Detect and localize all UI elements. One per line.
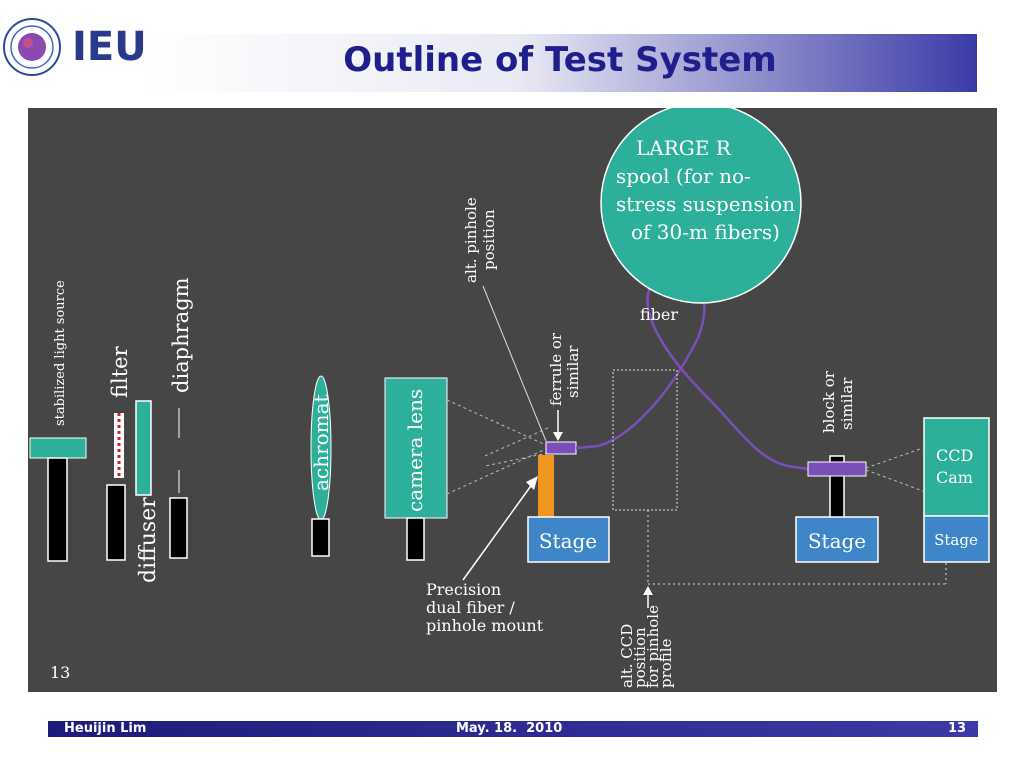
ccd-camera	[923, 417, 990, 517]
ferrule-mount-post	[538, 455, 554, 517]
large-r-spool	[600, 108, 802, 304]
spool-line-2: spool (for no-	[616, 164, 751, 188]
stage-3-label: Stage	[934, 531, 978, 549]
alt-pinhole-text-1: alt. pinhole	[462, 197, 480, 283]
stage-3	[923, 515, 990, 563]
ccd-cam-label: CCD Cam	[936, 446, 978, 487]
alt-pinhole-leader	[482, 285, 547, 442]
achromat-post	[311, 518, 330, 557]
alt-ccd-text-2: position	[631, 627, 649, 688]
light-source-head	[29, 437, 87, 459]
ccd-line-1: CCD	[936, 446, 973, 465]
spool-label: LARGE R spool (for no- stress suspension…	[616, 136, 801, 244]
alt-pinhole-text-2: position	[480, 209, 498, 270]
block-text-1: block or	[820, 370, 838, 433]
alt-ccd-frame	[612, 369, 678, 511]
precision-mount-arrow	[462, 482, 534, 581]
filter-post	[106, 484, 126, 561]
output-cone	[865, 447, 924, 492]
stage-2	[795, 516, 879, 563]
block-text-2: similar	[838, 377, 856, 430]
stage-1-label: Stage	[539, 529, 597, 553]
precision-line-2: dual fiber /	[426, 598, 515, 617]
test-system-diagram: stabilized light source filter diffuser …	[28, 108, 997, 692]
alt-ccd-text-4: profile	[657, 638, 675, 688]
ccd-line-2: Cam	[936, 468, 973, 487]
footer-date: May. 18. 2010	[456, 721, 563, 736]
footer-bar	[48, 721, 978, 737]
stage-1	[527, 516, 610, 563]
stage-2-label: Stage	[808, 529, 866, 553]
ieu-logo: IEU	[3, 18, 145, 76]
precision-line-3: pinhole mount	[426, 616, 544, 635]
alt-ccd-arrowhead	[643, 586, 653, 595]
precision-line-1: Precision	[426, 580, 501, 599]
light-source-post	[47, 457, 68, 562]
header-band	[145, 34, 977, 92]
inner-page-number: 13	[50, 663, 70, 682]
spool-line-3: stress suspension	[616, 192, 795, 216]
spool-line-1: LARGE R	[636, 136, 732, 160]
footer-author: Heuijin Lim	[64, 721, 147, 736]
diaphragm-element	[135, 400, 152, 496]
label-fiber: fiber	[640, 305, 678, 324]
label-stabilized-light-source: stabilized light source	[53, 280, 68, 426]
alt-ccd-text-3: for pinhole	[644, 605, 662, 688]
page-title: Outline of Test System	[343, 40, 777, 80]
precision-mount-arrowhead	[526, 476, 538, 490]
ferrule-text-1: ferrule or	[547, 332, 565, 406]
ferrule-element	[545, 441, 577, 455]
block-element	[807, 461, 867, 477]
label-filter: filter	[108, 345, 132, 398]
footer-page-number: 13	[948, 721, 967, 736]
camera-lens-post	[406, 517, 425, 561]
precision-mount-label: Precision dual fiber / pinhole mount	[426, 580, 544, 635]
logo-text: IEU	[72, 24, 145, 70]
alt-ccd-text-1: alt. CCD	[618, 624, 636, 688]
label-achromat: achromat	[309, 394, 333, 491]
spool-line-4: of 30-m fibers)	[631, 220, 780, 244]
ferrule-arrowhead	[553, 432, 563, 441]
ferrule-text-2: similar	[564, 345, 582, 398]
label-diaphragm: diaphragm	[169, 277, 193, 393]
diaphragm-post	[169, 497, 188, 559]
camera-lens-body	[384, 377, 448, 519]
label-diffuser: diffuser	[136, 497, 161, 583]
label-camera-lens: camera lens	[403, 389, 427, 512]
diagram-background	[28, 108, 997, 692]
light-cone	[446, 399, 549, 495]
